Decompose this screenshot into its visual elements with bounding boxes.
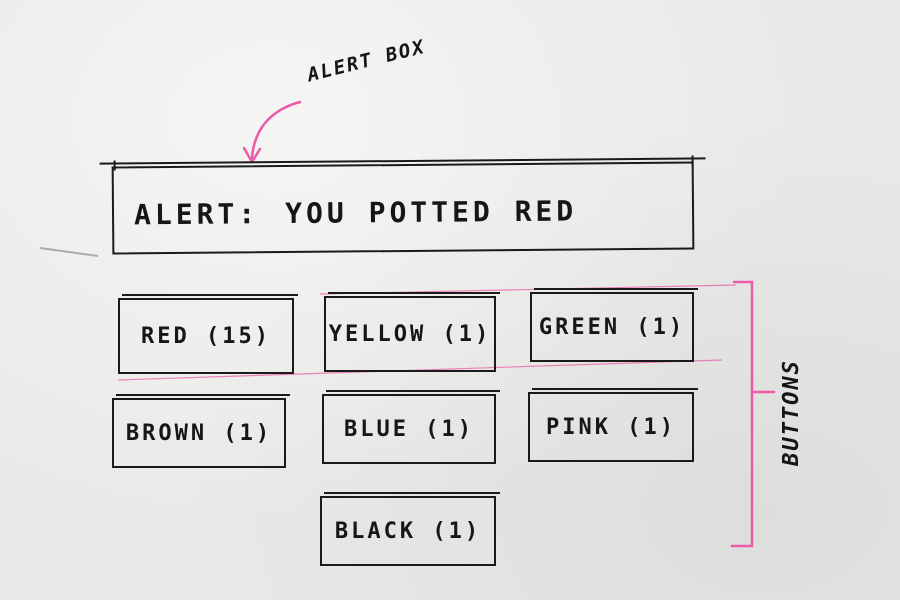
pencil-mark: [39, 247, 99, 257]
alert-box-pointer-arrowhead: [242, 146, 262, 164]
alert-text: ALERT: YOU POTTED RED: [134, 194, 577, 231]
red-button[interactable]: RED (15): [118, 294, 298, 374]
alert-box-tick-left: [113, 160, 116, 171]
alert-box: ALERT: YOU POTTED RED: [99, 155, 706, 255]
buttons-annotation: BUTTONS: [778, 359, 804, 466]
yellow-button[interactable]: YELLOW (1): [324, 292, 500, 372]
brown-button[interactable]: BROWN (1): [112, 394, 290, 468]
alert-box-tick-right: [691, 155, 694, 166]
buttons-bracket: [730, 280, 776, 548]
pink-button[interactable]: PINK (1): [528, 388, 698, 462]
alert-message: YOU POTTED RED: [285, 194, 578, 231]
green-button[interactable]: GREEN (1): [530, 288, 698, 362]
alert-box-pointer-arrow: [250, 100, 302, 160]
blue-button[interactable]: BLUE (1): [322, 390, 500, 464]
alert-prefix: ALERT:: [133, 197, 260, 232]
alert-box-top-stroke: [99, 157, 706, 165]
alert-box-annotation: ALERT BOX: [305, 35, 428, 87]
black-button[interactable]: BLACK (1): [320, 492, 500, 566]
